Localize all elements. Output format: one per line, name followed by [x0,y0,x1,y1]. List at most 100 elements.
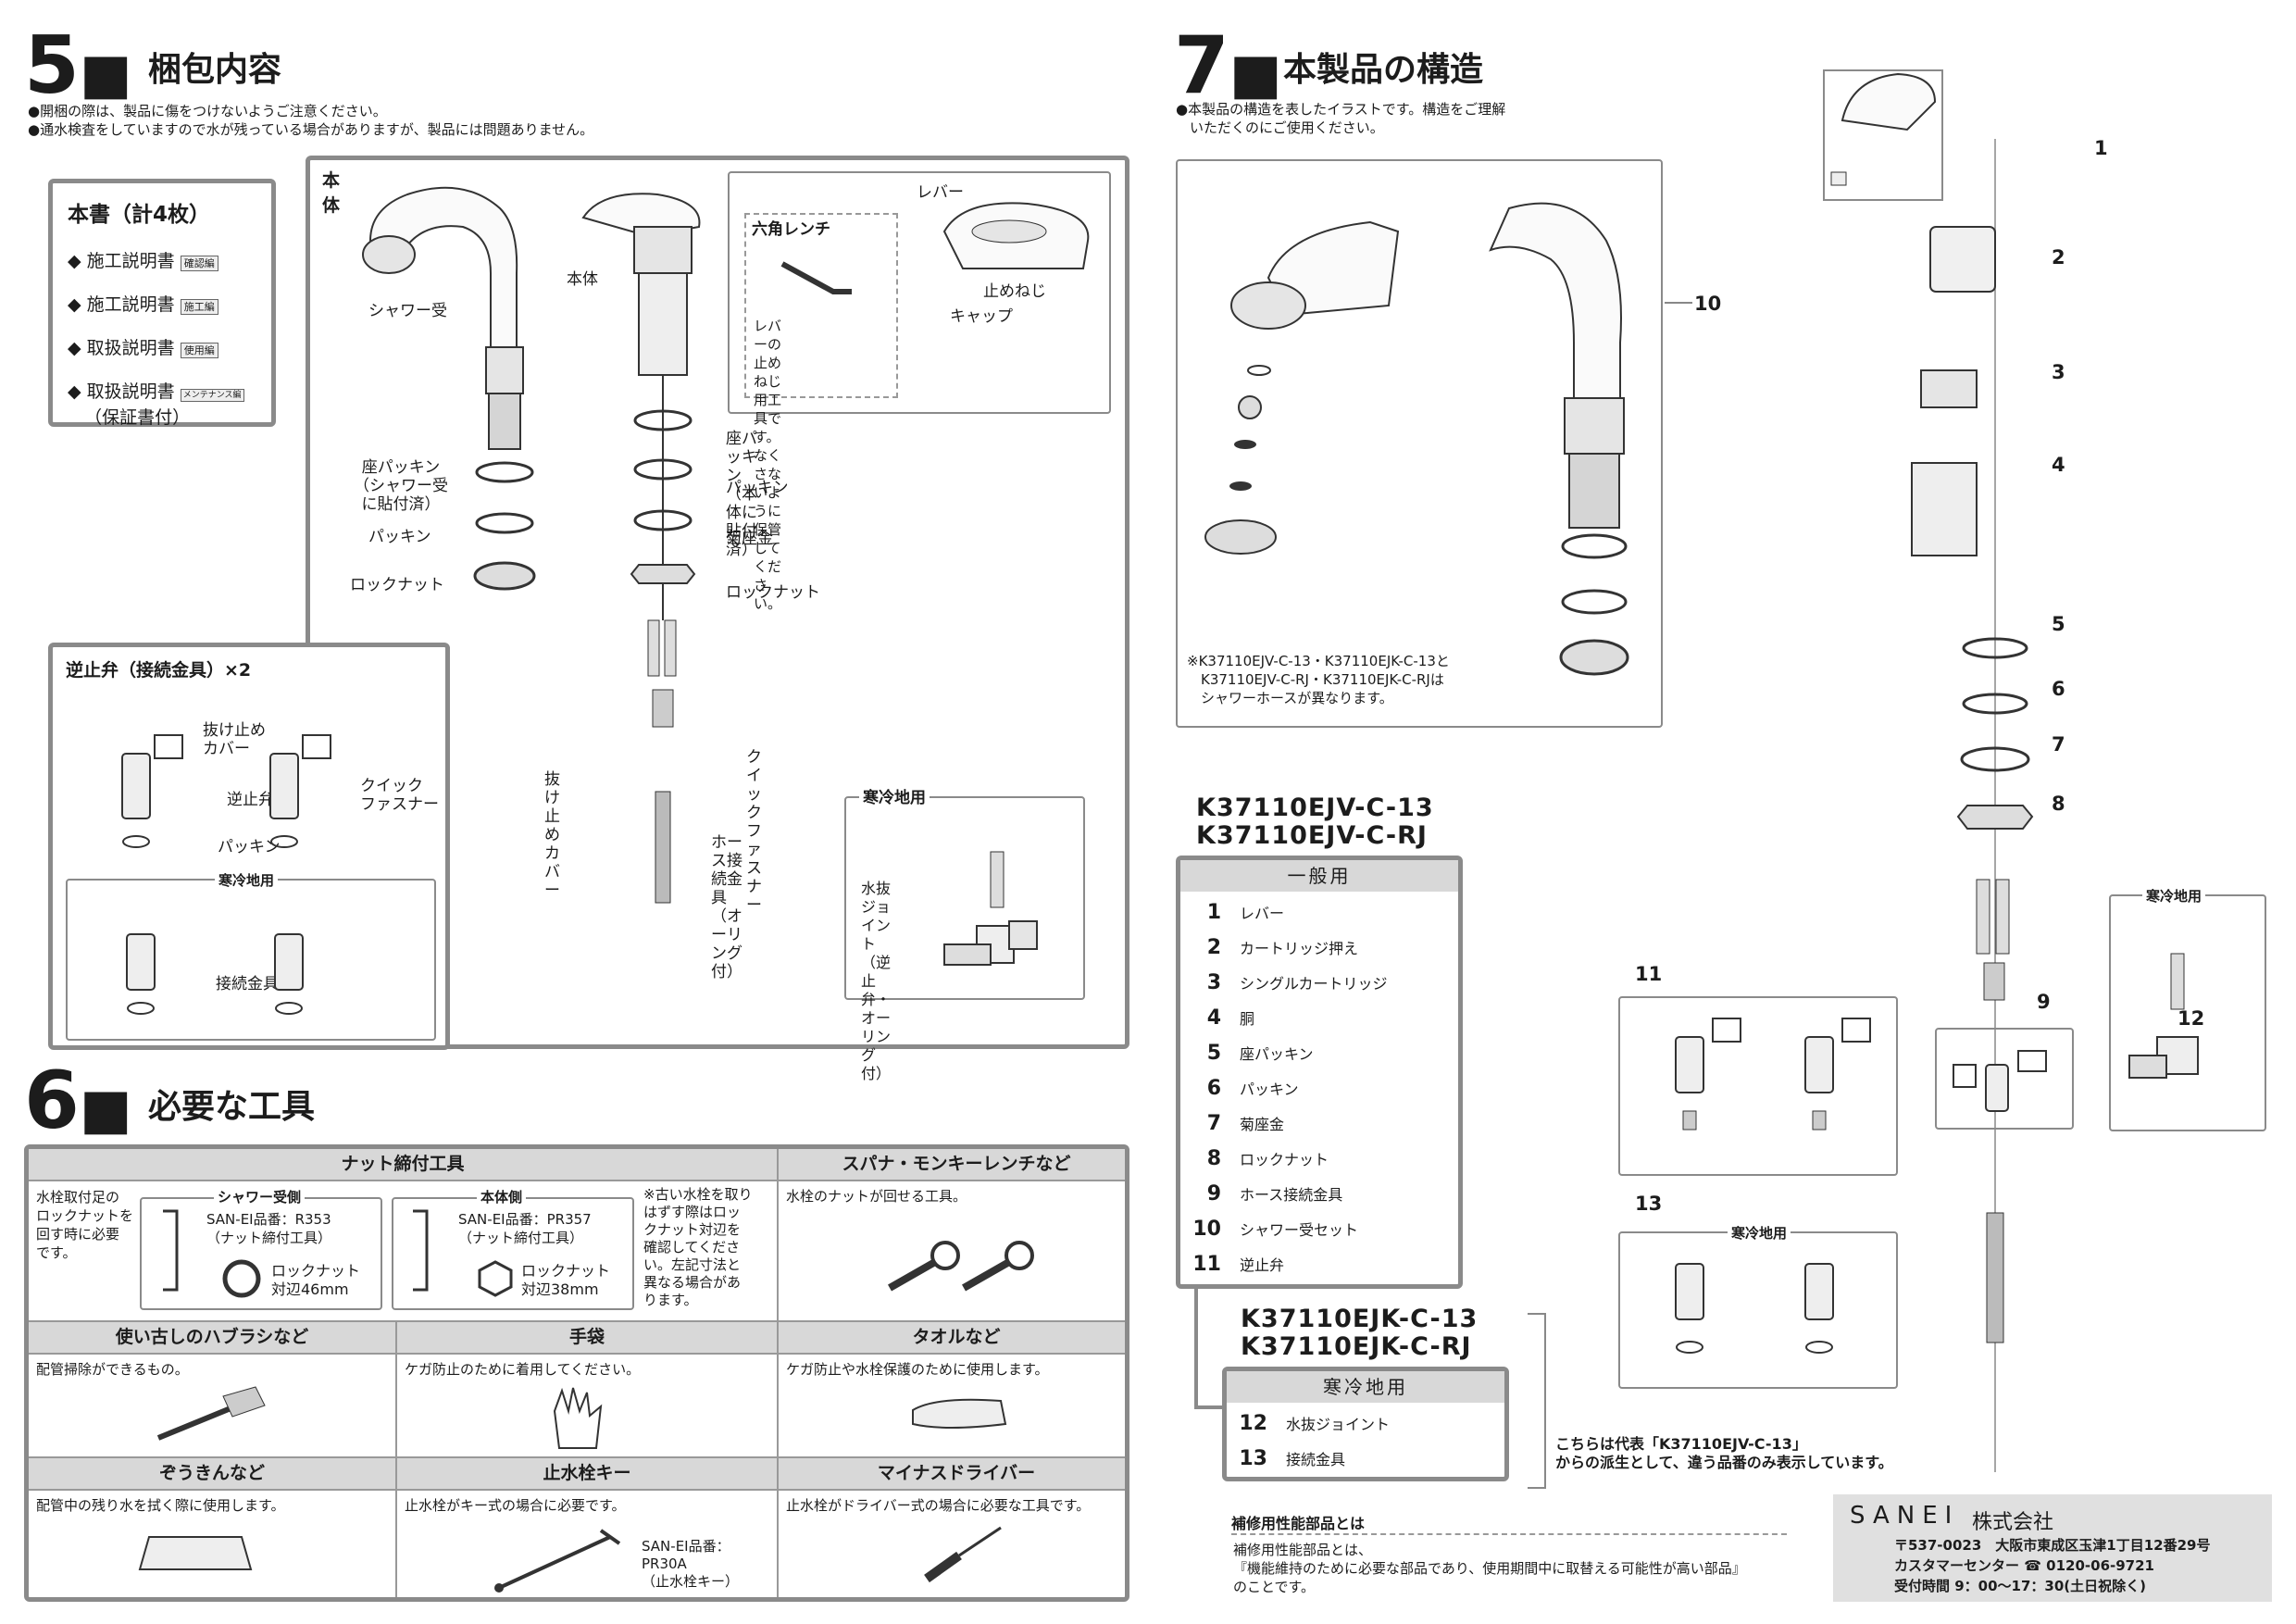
tool-head: ナット締付工具 [29,1149,777,1181]
part-number: 1 [1206,901,1221,924]
spanner-icon [888,1241,1034,1292]
part-row: 2 カートリッジ押え [1180,931,1458,966]
label-check-valve: 逆止弁 [227,791,274,809]
tool-cell-spanner: スパナ・モンキーレンチなど 水栓のナットが回せる工具。 [779,1149,1125,1322]
check-cold-illustration [126,933,304,1015]
toothbrush-icon [156,1386,266,1441]
section-5-title: 梱包内容 [148,51,282,89]
check-cold-title: 寒冷地用 [215,871,279,890]
callout-7: 7 [2052,733,2065,756]
part-9-box [1935,1028,2074,1130]
doc-tag: 確認編 [180,256,218,271]
drain-joint-illustration [943,851,1038,966]
ring-nut-icon [222,1259,261,1298]
derived-note: こちらは代表「K37110EJV-C-13」 からの派生として、違う品番のみ表示… [1555,1435,1893,1471]
callout-8: 8 [2052,793,2065,815]
section-7-number: 7■ [1174,19,1282,112]
label-check-packing: パッキン [218,838,281,856]
part-name: レバー [1240,905,1285,922]
part-name: シャワー受セット [1240,1221,1359,1239]
shower-side-part: SAN-EI品番：R353 （ナット締付工具） [206,1211,332,1246]
label-hose-joint: ホース接続金具 （オーリング付） [711,833,742,981]
bracket-top [1528,1313,1546,1315]
tool-cell-stop-key: 止水栓キー 止水栓がキー式の場合に必要です。 SAN-EI品番： PR30A （… [397,1458,779,1597]
label-quick-fastener: クイック ファスナー [746,748,762,915]
cold-region-title: 寒冷地用 [859,789,930,807]
doc-item: ◆ 取扱説明書 メンテナンス編 （保証書付） [68,381,271,429]
cold-parts-head: 寒冷地用 [1227,1371,1504,1403]
nut-wrench-icon [413,1209,429,1292]
shower-side-title: シャワー受側 [214,1188,306,1206]
exploded-view-illustration [1823,69,2034,1472]
part-row: 5 座パッキン [1180,1036,1458,1071]
model-b: K37110EJK-C-13 K37110EJK-C-RJ [1241,1305,1479,1361]
callout-10: 10 [1694,293,1722,315]
model-a: K37110EJV-C-13 K37110EJV-C-RJ [1196,793,1434,850]
part-name: 接続金具 [1286,1451,1346,1468]
label-drain-joint: 水抜ジョイント （逆止弁・オー リング付） [861,880,892,1082]
company-brand: SANEI [1850,1502,1960,1530]
section-5-note-2: ●通水検査をしていますので水が残っている場合がありますが、製品には問題ありません… [28,121,594,138]
section-7-note: ●本製品の構造を表したイラストです。構造をご理解 いただくのにご使用ください。 [1176,101,1506,136]
label-shower-receiver: シャワー受 [368,302,447,320]
tool-cell-screwdriver: マイナスドライバー 止水栓がドライバー式の場合に必要な工具です。 [779,1458,1125,1597]
company-block: SANEI 株式会社 〒537-0023 大阪市東成区玉津1丁目12番29号 カ… [1833,1494,2272,1602]
callout-3: 3 [2052,361,2065,383]
doc-tag: 使用編 [180,343,218,358]
part-number: 2 [1206,936,1221,959]
body-faucet-illustration [581,193,701,904]
part-name: 胴 [1240,1010,1255,1028]
repair-divider [1231,1533,1787,1535]
part-name: パッキン [1240,1081,1299,1098]
body-side-part: SAN-EI品番：PR357 （ナット締付工具） [458,1211,592,1246]
check-valve-box: 逆止弁（接続金具）×2 抜け止め カバー 逆止弁 クイック ファスナー パッキン… [48,643,450,1050]
lever-illustration [942,202,1090,269]
part-name: ホース接続金具 [1240,1186,1343,1204]
part-13-illustration [1675,1263,1834,1354]
tool-remark: ※古い水栓を取り はずす際はロッ クナット対辺を 確認してくださ い。左記寸法と… [643,1186,753,1308]
callout-10-leader [1665,302,1692,304]
hex-wrench-icon [780,261,852,294]
part-number: 5 [1206,1042,1221,1065]
cold-label-12: 寒冷地用 [2142,887,2206,906]
stop-key-part: SAN-EI品番： PR30A （止水栓キー） [642,1538,740,1590]
label-check-joint: 接続金具 [216,975,279,993]
label-packing-shower: パッキン [368,528,431,546]
shower-faucet-illustration [362,186,536,591]
section-6-number: 6■ [24,1055,132,1147]
tool-cell-gloves: 手袋 ケガ防止のために着用してください。 [397,1322,779,1458]
part-name: カートリッジ押え [1240,940,1359,957]
bracket-vertical [1544,1313,1546,1489]
part-number: 7 [1206,1112,1221,1135]
towel-icon [912,1398,1007,1429]
part-name: 座パッキン [1240,1045,1314,1063]
callout-5: 5 [2052,613,2065,635]
company-center: カスタマーセンター ☎ 0120-06-9721 [1894,1557,2154,1574]
section-5-number: 5■ [24,19,132,112]
shower-set-illustration [1204,202,1629,676]
tools-table: ナット締付工具 水栓取付足の ロックナットを 回す時に必要 です。 シャワー受側… [24,1144,1129,1602]
part-name: 水抜ジョイント [1286,1416,1391,1433]
check-valve-illustration [121,734,331,848]
label-check-quick: クイック ファスナー [360,777,439,814]
shower-set-inset [1176,159,1663,728]
section-5-note-1: ●開梱の際は、製品に傷をつけないようご注意ください。 [28,103,387,119]
rag-icon [138,1536,253,1570]
callout-13: 13 [1635,1193,1663,1215]
shower-hose-note: ※K37110EJV-C-13・K37110EJK-C-13と K37110EJ… [1187,653,1450,706]
tool-cell-towel: タオルなど ケガ防止や水栓保護のために使用します。 [779,1322,1125,1458]
section-6-title: 必要な工具 [148,1088,316,1126]
hex-nut-icon [478,1260,513,1297]
part-name: シングルカートリッジ [1240,975,1388,993]
callout-12: 12 [2177,1007,2205,1030]
documents-title: 本書（計4枚） [68,203,211,227]
callout-11: 11 [1635,963,1663,985]
